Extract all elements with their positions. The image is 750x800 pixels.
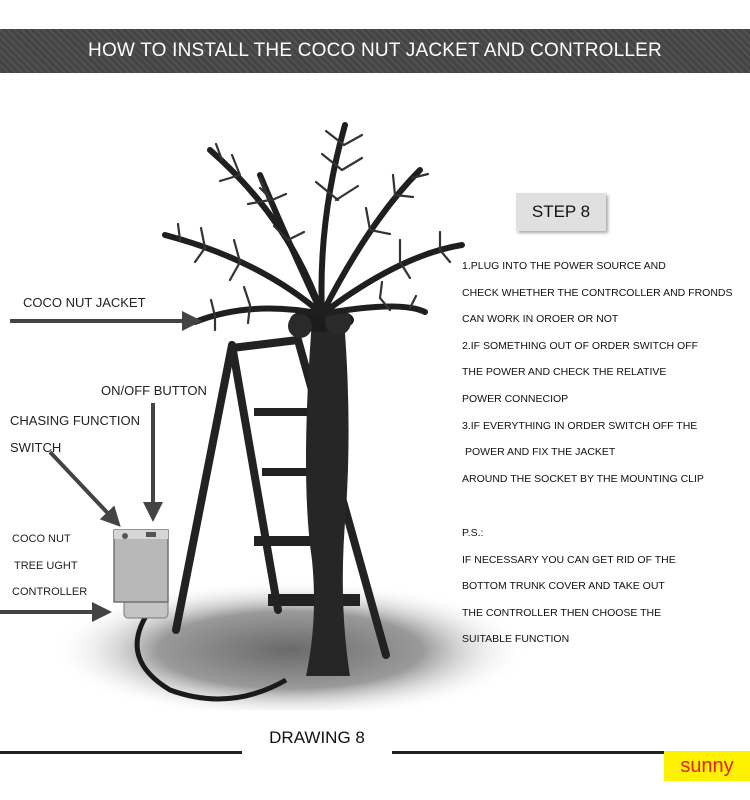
footer-rule-left xyxy=(0,751,242,754)
label-controller-line1: COCO NUT xyxy=(12,533,71,545)
ps-line: IF NECESSARY YOU CAN GET RID OF THE xyxy=(462,553,676,566)
brand-logo: sunny xyxy=(664,751,750,781)
step-badge: STEP 8 xyxy=(516,193,606,231)
label-controller-line2: TREE UGHT xyxy=(14,560,78,572)
instruction-line: 2.IF SOMETHING OUT OF ORDER SWITCH OFF xyxy=(462,339,699,352)
leader-arrows xyxy=(0,311,202,622)
instruction-line: AROUND THE SOCKET BY THE MOUNTING CLIP xyxy=(462,472,704,485)
ps-title: P.S.: xyxy=(462,527,484,539)
installation-illustration xyxy=(0,122,530,710)
instruction-line: THE POWER AND CHECK THE RELATIVE xyxy=(462,366,667,379)
page-title: HOW TO INSTALL THE COCO NUT JACKET AND C… xyxy=(88,40,662,61)
ps-line: THE CONTROLLER THEN CHOOSE THE xyxy=(462,606,662,619)
instruction-line: POWER AND FIX THE JACKET xyxy=(465,446,616,459)
controller-box-icon xyxy=(113,529,288,702)
label-controller-line3: CONTROLLER xyxy=(12,586,88,598)
ps-note: P.S.: IF NECESSARY YOU CAN GET RID OF TH… xyxy=(462,520,747,653)
footer-rule-right xyxy=(392,751,750,754)
grass-ground xyxy=(50,580,530,710)
label-on-off-button: ON/OFF BUTTON xyxy=(101,383,207,398)
ps-line: SUITABLE FUNCTION xyxy=(462,633,570,646)
step-title: STEP 8 xyxy=(531,202,591,221)
chasing-switch-knob xyxy=(122,533,128,539)
page-title-banner: HOW TO INSTALL THE COCO NUT JACKET AND C… xyxy=(0,29,750,73)
label-switch: SWITCH xyxy=(10,440,62,455)
label-chasing-function: CHASING FUNCTION xyxy=(10,413,140,428)
drawing-label: DRAWING 8 xyxy=(269,728,365,747)
instruction-line: POWER CONNECIOP xyxy=(462,392,569,405)
brand-text: sunny xyxy=(680,755,734,777)
palm-tree-icon xyxy=(162,122,465,676)
on-off-button-knob xyxy=(146,532,156,537)
arrow-icon xyxy=(48,450,121,527)
instruction-line: 3.IF EVERYTHING IN ORDER SWITCH OFF THE xyxy=(462,419,698,432)
label-coco-nut-jacket: COCO NUT JACKET xyxy=(23,295,146,310)
ps-line: BOTTOM TRUNK COVER AND TAKE OUT xyxy=(462,580,665,593)
instructions-list: 1.PLUG INTO THE POWER SOURCE AND CHECK W… xyxy=(462,253,747,492)
instruction-line: CAN WORK IN OROER OR NOT xyxy=(462,313,619,326)
instruction-line: CHECK WHETHER THE CONTRCOLLER AND FRONDS xyxy=(462,286,733,299)
instruction-line: 1.PLUG INTO THE POWER SOURCE AND xyxy=(462,260,666,272)
